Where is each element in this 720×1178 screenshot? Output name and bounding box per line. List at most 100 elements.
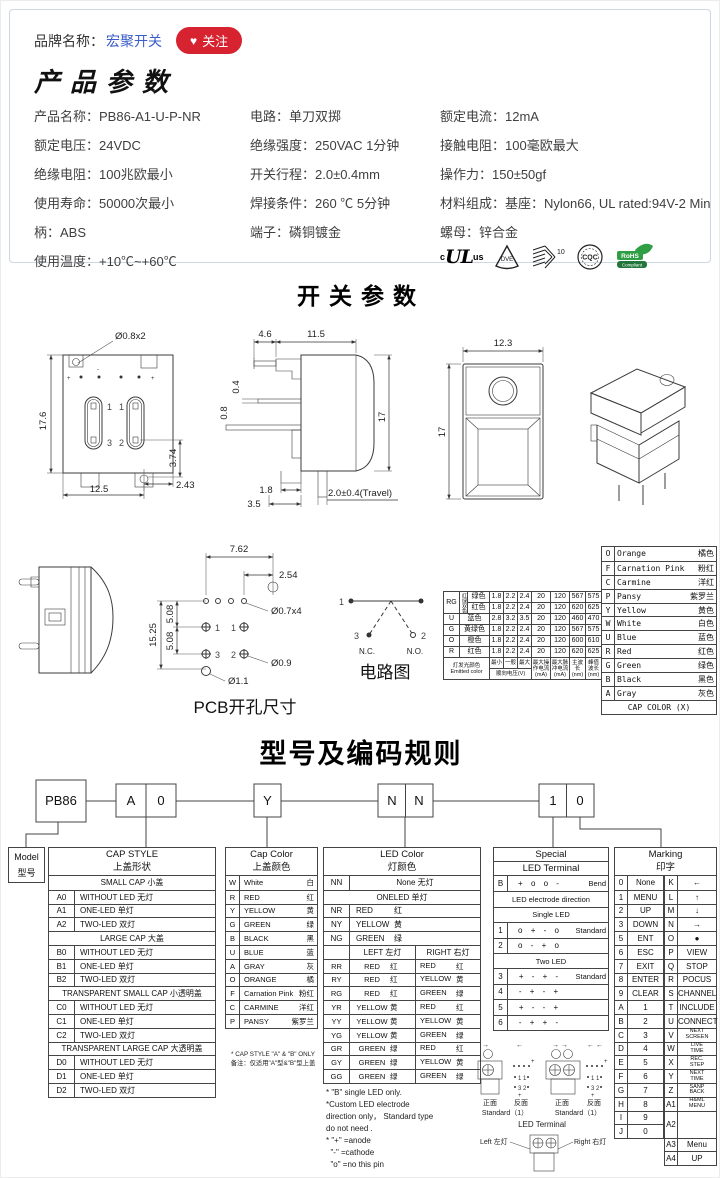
svg-text:N: N [387, 793, 396, 808]
circuit-drawing: 1 3 2 N.C. N.O. 电路图 [339, 597, 426, 682]
led-spec-cell: 红色 [459, 646, 490, 658]
led-spec-cell: 20 [531, 613, 551, 625]
marking-row: N→ [665, 917, 716, 932]
led-spec-cell: 2.2 [503, 624, 518, 636]
svg-text:→ →: → → [552, 1042, 568, 1049]
led-spec-cell: 3.2 [503, 613, 518, 625]
led-spec-cell: 绿色 [467, 591, 490, 603]
svg-text:Standard（1）: Standard（1） [555, 1109, 601, 1117]
marking-row: M↓ [665, 903, 716, 918]
coding-title: 型号及编码规则 [259, 739, 463, 769]
led-color-note-line: "o" =no this pin [326, 1160, 384, 1169]
svg-text:12.5: 12.5 [90, 484, 109, 495]
led-spec-cell: 最小 [489, 657, 504, 669]
svg-text:正面: 正面 [555, 1099, 569, 1107]
svg-text:+: + [67, 376, 71, 382]
vde-certification-icon: DVE [494, 244, 520, 270]
svg-text:3: 3 [591, 1086, 595, 1092]
led-spec-cell: 红色 [467, 602, 490, 614]
svg-text:1: 1 [591, 1076, 595, 1082]
spec-item: 绝缘强度：250VAC 1分钟 [250, 138, 400, 153]
svg-text:←: ← [516, 1042, 523, 1049]
back-view-drawing: Ø0.8x2 + - + 1 1 3 2 17.6 12.5 2.43 3.74 [38, 331, 195, 499]
led-spec-cell: 3.5 [517, 613, 532, 625]
led-spec-cell: 1.8 [489, 635, 504, 647]
svg-text:N.C.: N.C. [359, 647, 375, 656]
special-row: 5+ - - + [494, 999, 608, 1015]
led-spec-cell: 2.2 [503, 646, 518, 658]
led-spec-cell: 20 [531, 602, 551, 614]
led-spec-cell: 一般 [503, 657, 518, 669]
svg-text:2.54: 2.54 [279, 570, 298, 581]
led-spec-footer-row: 顺向电压(V) [444, 668, 602, 680]
led-spec-cell: 600 [569, 635, 586, 647]
svg-text:4.6: 4.6 [258, 329, 271, 340]
spec-item: 柄：ABS [34, 225, 87, 240]
led-color-note-line: do not need . [326, 1124, 373, 1133]
special-row: 3+ - + -Standard [494, 968, 608, 984]
led-spec-cell: 最大脉冲电流(mA) [550, 657, 570, 680]
follow-button[interactable]: ♥ 关注 [176, 27, 243, 54]
svg-text:15.25: 15.25 [148, 623, 159, 647]
svg-text:3: 3 [354, 631, 359, 641]
svg-text:2: 2 [119, 438, 124, 448]
brand-bar: 品牌名称： 宏聚开关 ♥ 关注 [34, 27, 243, 54]
led-spec-cell: 2.2 [503, 635, 518, 647]
cap-style-group-row: TRANSPARENT SMALL CAP 小透明盖 [49, 986, 215, 1000]
led-color-note-line: *Custom LED electrode [326, 1100, 410, 1109]
spec-item: 焊接条件：260 ℃ 5分钟 [250, 196, 391, 211]
led-color-note-line: * "+" =anode [326, 1136, 371, 1145]
led-spec-cell: 610 [585, 635, 602, 647]
svg-text:3: 3 [518, 1086, 522, 1092]
led-spec-cell: 470 [585, 613, 602, 625]
svg-text:1: 1 [231, 623, 236, 633]
svg-text:Left 左灯: Left 左灯 [480, 1137, 508, 1146]
cap-color-x-footer: CAP COLOR (X) [602, 699, 716, 714]
k10-certification-icon: 10 [531, 244, 565, 270]
svg-text:3: 3 [215, 650, 220, 660]
led-spec-cell: 120 [550, 602, 570, 614]
led-color-note: * "B" single LED only.*Custom LED electr… [326, 1087, 433, 1171]
spec-item: 操作力：150±50gf [440, 167, 547, 182]
spec-item: 额定电流：12mA [440, 109, 539, 124]
special-row: B+ o o -Bend [494, 876, 608, 892]
svg-text:N.O.: N.O. [407, 647, 423, 656]
led-spec-cell: 蓝色 [459, 613, 490, 625]
special-row: 6- + + - [494, 1014, 608, 1030]
led-spec-cell: 1.8 [489, 591, 504, 603]
spec-item: 开关行程：2.0±0.4mm [250, 167, 380, 182]
svg-text:17: 17 [437, 427, 448, 438]
brand-link[interactable]: 宏聚开关 [106, 32, 162, 49]
svg-text:Ø1.1: Ø1.1 [228, 676, 249, 687]
